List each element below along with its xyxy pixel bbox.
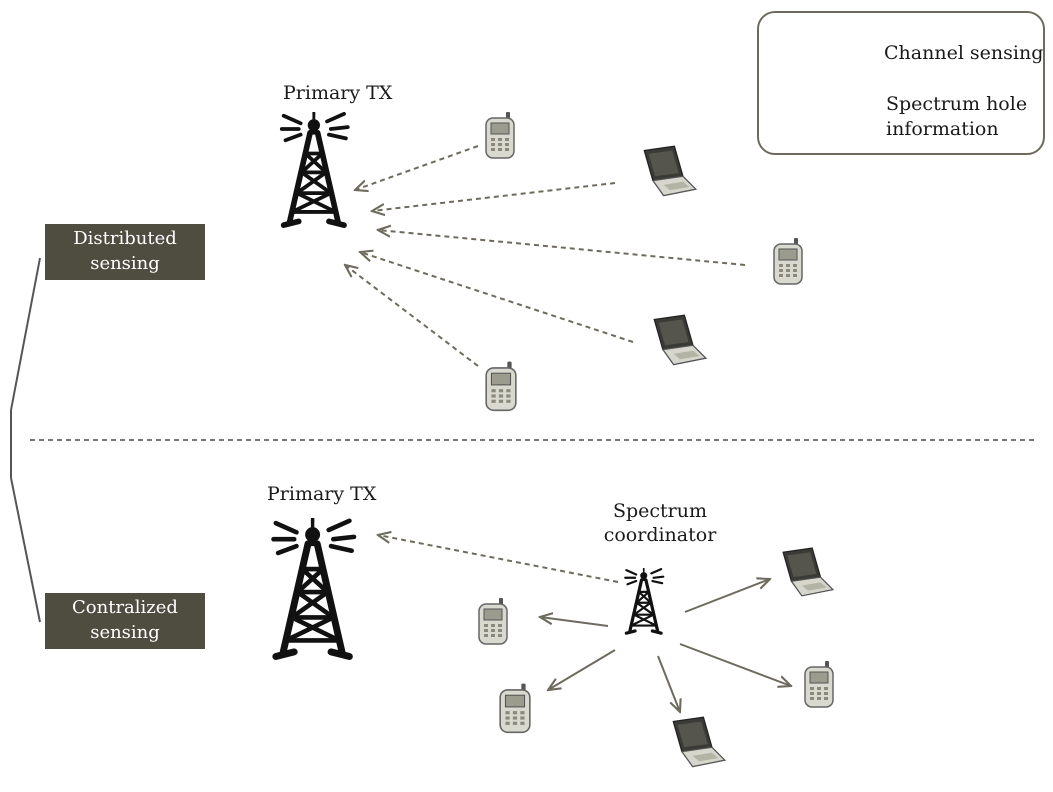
phone-icon (485, 360, 517, 412)
info-arrow-phone-right (679, 643, 791, 686)
laptop-icon (782, 547, 834, 597)
phone-icon (485, 111, 515, 159)
spectrum-coordinator-label-line2: coordinator (603, 524, 717, 546)
info-arrow-laptop-top (684, 579, 770, 613)
tower-icon (623, 568, 666, 635)
centralized-sensing-label-line2: sensing (90, 622, 160, 643)
spectrum-info-arrows (540, 579, 791, 712)
primary-tx-label-centralized: Primary TX (267, 483, 377, 505)
info-arrow-phone-bottom (548, 649, 616, 690)
distributed-sensing-label-line1: Distributed (73, 228, 177, 249)
phone-icon (478, 597, 508, 645)
sensing-arrow-5 (345, 265, 479, 367)
laptop-icon (672, 716, 726, 768)
tower-icon (274, 516, 355, 656)
distributed-sensing-arrows (345, 145, 746, 367)
coordinator-sensing-arrow (378, 535, 619, 583)
laptop-icon (653, 314, 707, 366)
spectrum-coordinator-label-line1: Spectrum (612, 500, 708, 522)
distributed-sensing-label-line2: sensing (90, 253, 160, 274)
centralized-sensing-box: Contralized sensing (45, 593, 205, 649)
phone-icon (804, 660, 834, 708)
sensing-arrow-3 (378, 230, 746, 266)
info-arrow-laptop-bottom (657, 655, 680, 712)
primary-tx-label-distributed: Primary TX (283, 82, 393, 104)
legend-spectrum-hole-label-line2: information (886, 118, 999, 140)
bracket-bottom (10, 477, 41, 623)
tower-icon (282, 110, 348, 225)
legend-spectrum-hole-label-line1: Spectrum hole (886, 93, 1028, 115)
centralized-sensing-label-line1: Contralized (72, 597, 178, 618)
phone-icon (773, 237, 803, 285)
phone-icon (499, 682, 531, 734)
laptop-icon (643, 145, 697, 197)
sensing-arrow-1 (355, 145, 479, 190)
legend (757, 11, 1045, 155)
sensing-arrow-4 (360, 252, 634, 343)
bracket-top (10, 257, 41, 411)
info-arrow-phone-left (540, 617, 609, 627)
sensing-arrow-2 (372, 182, 616, 211)
distributed-sensing-box: Distributed sensing (45, 224, 205, 280)
legend-channel-sensing-label: Channel sensing (884, 42, 1044, 64)
